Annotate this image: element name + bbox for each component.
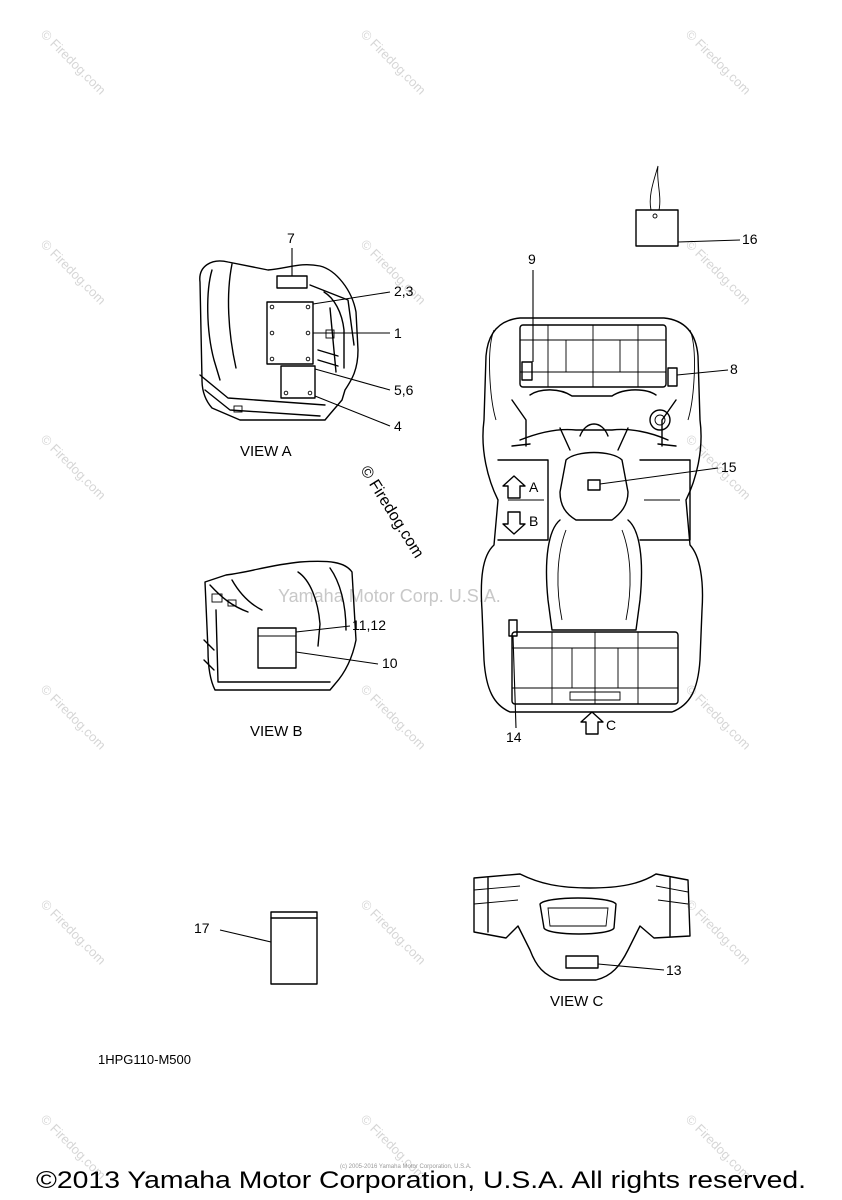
view-c-label: VIEW C xyxy=(550,993,604,1010)
watermark: © Firedog.com xyxy=(683,27,754,98)
watermark: © Firedog.com xyxy=(683,237,754,308)
view-arrows xyxy=(502,475,604,735)
callout-8: 8 xyxy=(730,361,738,377)
watermark: © Firedog.com xyxy=(38,682,109,753)
center-watermark: Yamaha Motor Corp. U.S.A. xyxy=(278,586,501,606)
callout-9: 9 xyxy=(528,251,536,267)
watermark: © Firedog.com xyxy=(358,27,429,98)
copyright-notice: ©2013 Yamaha Motor Corporation, U.S.A. A… xyxy=(36,1167,806,1194)
diagram-code: 1HPG110-M500 xyxy=(98,1052,191,1067)
firedog-stamp: © Firedog.com xyxy=(357,463,427,561)
tiny-copyright: (c) 2005-2016 Yamaha Motor Corporation, … xyxy=(340,1164,472,1170)
callout-14: 14 xyxy=(506,729,522,745)
view-a-drawing xyxy=(199,260,359,421)
callout-5-6: 5,6 xyxy=(394,382,414,398)
callout-10: 10 xyxy=(382,655,398,671)
watermark: © Firedog.com xyxy=(683,432,754,503)
view-a-label: VIEW A xyxy=(240,443,292,460)
arrow-b-label: B xyxy=(529,513,538,529)
watermark: © Firedog.com xyxy=(38,432,109,503)
view-c-drawing xyxy=(473,873,691,981)
watermark: © Firedog.com xyxy=(358,682,429,753)
watermark: © Firedog.com xyxy=(38,237,109,308)
watermark: © Firedog.com xyxy=(683,897,754,968)
view-b-label: VIEW B xyxy=(250,723,303,740)
arrow-c-label: C xyxy=(606,717,616,733)
callout-4: 4 xyxy=(394,418,402,434)
callout-7: 7 xyxy=(287,230,295,246)
callout-16: 16 xyxy=(742,231,758,247)
hangtag-16 xyxy=(635,165,679,247)
atv-top-view-drawing xyxy=(480,317,704,713)
view-b-drawing xyxy=(203,560,357,691)
callout-2-3: 2,3 xyxy=(394,283,414,299)
watermark: © Firedog.com xyxy=(38,897,109,968)
arrow-a-label: A xyxy=(529,479,539,495)
callout-11-12: 11,12 xyxy=(352,617,386,633)
watermark: © Firedog.com xyxy=(38,27,109,98)
callout-17: 17 xyxy=(194,920,210,936)
callout-13: 13 xyxy=(666,962,682,978)
callout-15: 15 xyxy=(721,459,737,475)
callout-1: 1 xyxy=(394,325,402,341)
watermark: © Firedog.com xyxy=(358,897,429,968)
part-17-drawing xyxy=(270,911,318,985)
